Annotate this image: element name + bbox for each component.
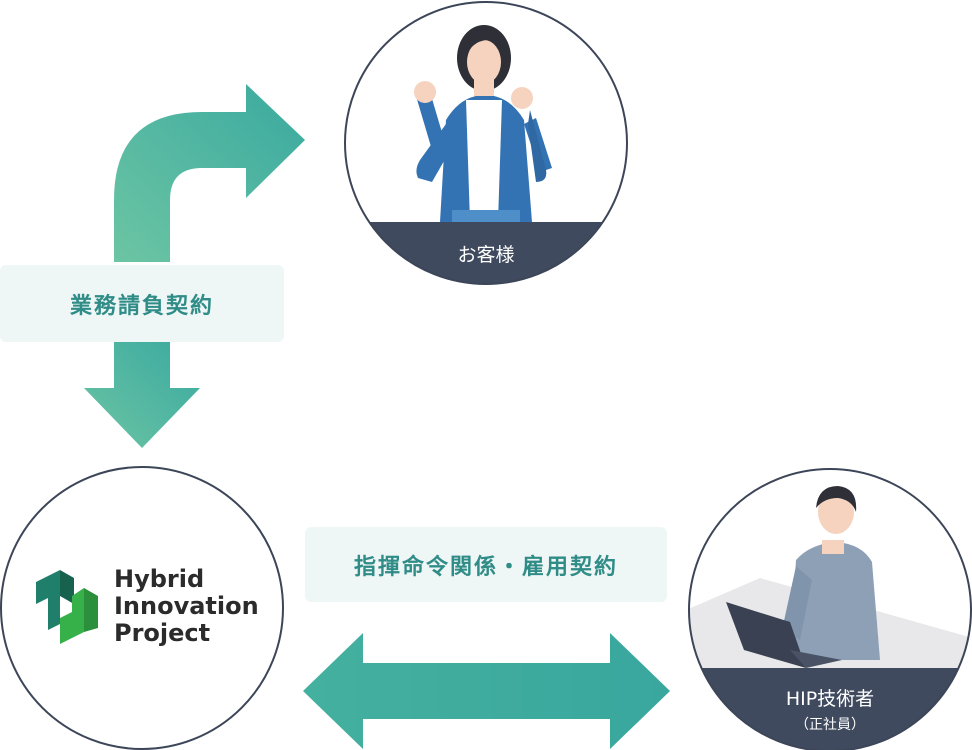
employment-contract-arrow — [303, 633, 670, 749]
engineer-sublabel: （正社員） — [795, 717, 865, 733]
business-contract-text: 業務請負契約 — [69, 293, 214, 319]
employment-contract-label: 指揮命令関係・雇用契約 — [305, 527, 667, 602]
company-logo-text: Hybrid Innovation Project — [114, 566, 259, 647]
company-node — [0, 466, 284, 750]
business-contract-arrow — [84, 84, 305, 448]
engineer-label: HIP技術者 — [786, 688, 874, 710]
client-node: お客様 — [344, 1, 628, 285]
engineer-node: HIP技術者 （正社員） — [688, 468, 972, 750]
hip-logo-icon — [36, 570, 98, 644]
business-contract-label: 業務請負契約 — [0, 265, 284, 342]
employment-contract-text: 指揮命令関係・雇用契約 — [353, 554, 618, 580]
logo-line-3: Project — [114, 619, 211, 647]
logo-line-1: Hybrid — [114, 565, 205, 593]
engineer-person-illustration — [689, 486, 971, 750]
logo-line-2: Innovation — [114, 592, 259, 620]
client-label: お客様 — [457, 244, 514, 266]
